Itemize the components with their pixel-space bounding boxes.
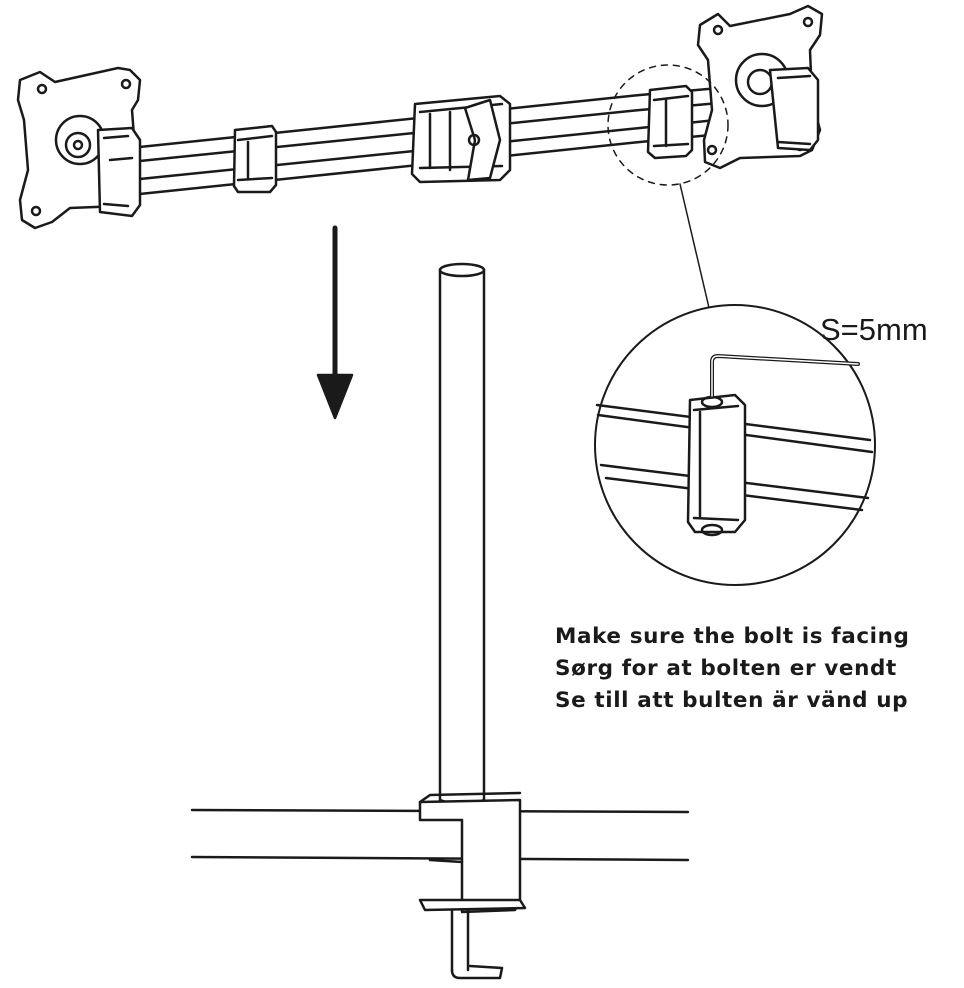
tool-size-label: S=5mm <box>820 312 928 347</box>
desk-clamp <box>418 791 527 980</box>
pole <box>438 262 486 806</box>
arrow-down-icon <box>316 225 354 420</box>
center-hub <box>410 94 512 184</box>
instruction-line-no: Sørg for at bolten er vendt <box>555 656 897 681</box>
detail-circle <box>594 304 876 586</box>
left-vesa-plate <box>16 66 142 230</box>
detail-marker <box>607 64 729 313</box>
instruction-line-sv: Se till att bulten är vänd up <box>555 688 909 713</box>
bar-collar-right <box>646 84 694 160</box>
hex-key-icon <box>710 354 860 398</box>
right-vesa-plate <box>696 4 824 170</box>
instruction-block: Make sure the bolt is facing Sørg for at… <box>555 621 964 717</box>
bar-collar-left <box>232 124 278 194</box>
instruction-line-en: Make sure the bolt is facing <box>555 624 910 649</box>
